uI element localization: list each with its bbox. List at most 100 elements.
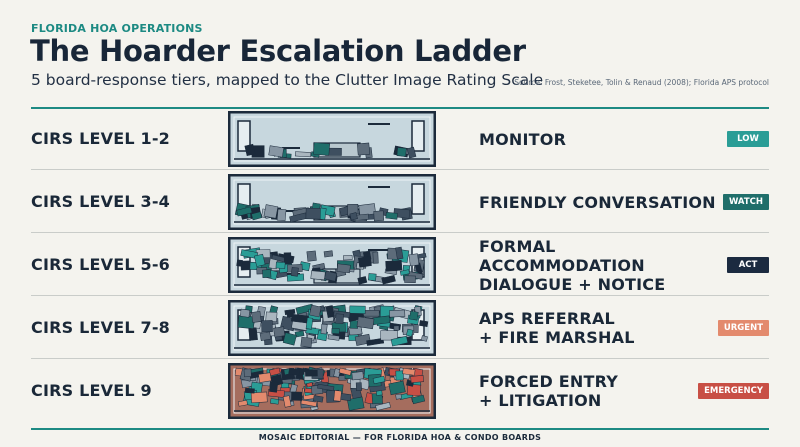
source-note: Source: Frost, Steketee, Tolin & Renaud … [514,78,769,87]
clutter-item [419,320,429,327]
room-frame [228,111,436,167]
clutter-item [313,142,330,156]
clutter-item [312,395,324,403]
top-rule [31,107,769,109]
clutter-item [402,367,416,376]
clutter-item [269,367,281,377]
clutter-item [349,305,366,314]
clutter-item [258,372,272,383]
clutter-item [290,313,309,324]
clutter-item [269,381,279,393]
clutter-item [239,308,251,318]
clutter-item [305,207,321,220]
tier-level-label: CIRS LEVEL 5-6 [31,255,171,274]
tier-action: FORCED ENTRY + LITIGATION [479,360,719,422]
clutter-item [356,142,370,156]
clutter-item [404,275,416,283]
clutter-item [395,370,404,381]
clutter-item [309,304,322,318]
row-divider [31,232,769,233]
clutter-item [282,395,292,408]
clutter-item [366,337,385,346]
tier-row-2: CIRS LEVEL 3-4 FRIENDLY CONVERSATION WAT… [31,171,769,233]
tier-row-4: CIRS LEVEL 7-8 APS REFERRAL + FIRE MARSH… [31,297,769,359]
room-inner-wall [233,116,431,162]
status-badge: LOW [727,131,769,147]
clutter-item [372,251,379,264]
clutter-item [261,320,273,333]
row-divider [31,169,769,170]
clutter-item [323,250,334,258]
page-title: The Hoarder Escalation Ladder [30,34,526,68]
tier-list: CIRS LEVEL 1-2 MONITOR LOW CIRS LEVEL 3-… [31,108,769,428]
tier-action-line: DIALOGUE + NOTICE [479,274,666,294]
clutter-item [284,308,296,316]
clutter-item [236,206,253,217]
clutter-item [254,253,266,267]
tier-level-label: CIRS LEVEL 7-8 [31,318,171,337]
subtitle: 5 board-response tiers, mapped to the Cl… [31,71,544,89]
status-badge: URGENT [717,320,769,336]
clutter-item [276,208,287,222]
clutter-item [410,375,424,384]
clutter-item [380,330,398,341]
clutter-item [282,332,297,346]
clutter-item [385,259,403,272]
tier-row-1: CIRS LEVEL 1-2 MONITOR LOW [31,108,769,170]
room-illustration-1 [228,111,436,167]
clutter-item [343,255,353,261]
clutter-item [291,391,303,401]
clutter-item [263,204,279,219]
row-divider [31,358,769,359]
clutter-item [351,371,364,381]
clutter-item [327,334,340,341]
clutter-item [395,393,402,400]
clutter-item [372,375,386,385]
room-illustration-4 [228,300,436,356]
clutter-item [243,368,252,378]
tier-action: FORMAL ACCOMMODATION DIALOGUE + NOTICE [479,234,719,296]
window-left [237,120,251,152]
clutter-item [283,252,292,265]
status-badge: ACT [727,257,769,273]
tier-action-line: + FIRE MARSHAL [479,328,635,347]
clutter-item [355,382,362,391]
clutter-item [363,310,380,317]
clutter-item [251,211,263,221]
room-illustration-3 [228,237,436,293]
clutter-item [389,309,406,318]
clutter-item [333,368,341,378]
clutter-item [259,331,272,341]
status-badge: EMERGENCY [698,383,769,399]
clutter-item [325,305,335,318]
clutter-item [310,270,326,281]
room-inner-wall [233,242,431,288]
tier-action-line: FORCED ENTRY [479,372,619,391]
clutter-item [305,369,318,377]
clutter-item [393,325,400,331]
room-inner-wall [233,179,431,225]
clutter-item [349,212,358,221]
clutter-item [306,250,317,262]
coffee-table [282,273,300,275]
clutter-item [411,394,426,405]
clutter-item [357,276,368,285]
clutter-item [406,384,422,396]
clutter-item [395,246,404,260]
clutter-item [320,323,328,335]
clutter-item [294,151,312,158]
clutter-item [390,335,409,347]
clutter-item [268,145,285,158]
clutter-item [405,328,414,337]
tier-row-5: CIRS LEVEL 9 FORCED ENTRY + LITIGATION E… [31,360,769,422]
tier-action-line: MONITOR [479,129,567,149]
clutter-item [294,330,305,338]
clutter-item [388,380,406,396]
room-illustration-5 [228,363,436,419]
clutter-item [357,255,372,268]
clutter-item [375,401,391,411]
clutter-item [333,390,342,402]
tier-action: FRIENDLY CONVERSATION [479,171,719,233]
clutter-item [408,253,420,267]
coffee-table [282,147,300,149]
